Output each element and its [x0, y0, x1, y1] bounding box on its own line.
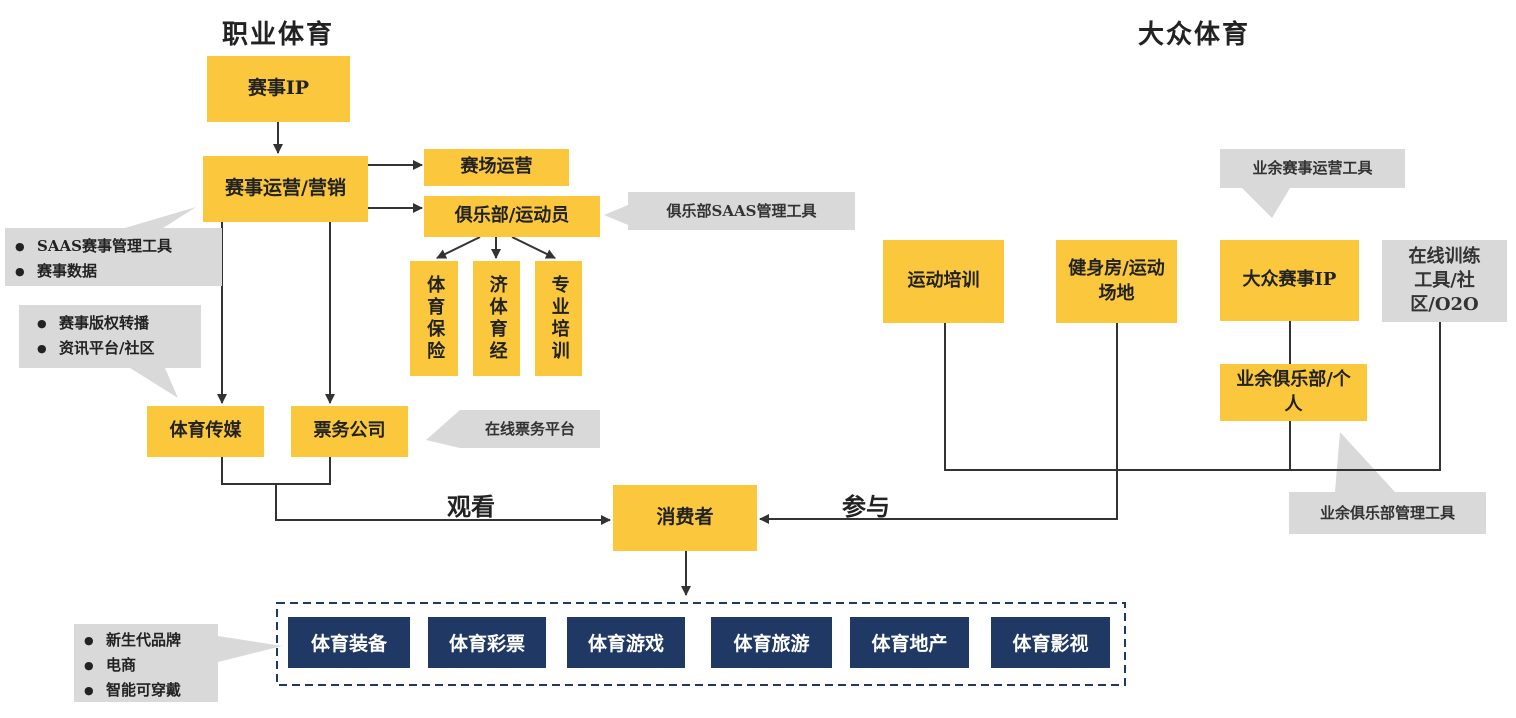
sports-insurance-box: 体育保险 [410, 261, 458, 376]
edge-participate [759, 323, 1118, 524]
industry-games: 体育游戏 [567, 617, 685, 668]
amateur-club-box: 业余俱乐部/个人 [1220, 364, 1367, 421]
online-training-box: 在线训练工具/社区/O2O [1382, 240, 1507, 322]
pointer-club-saas [604, 205, 628, 225]
media-rights-callout: 赛事版权转播 资讯平台/社区 [19, 305, 201, 368]
online-ticket-callout: 在线票务平台 [460, 410, 600, 448]
club-athlete-box: 俱乐部/运动员 [424, 196, 600, 237]
pointer-online-ticket [426, 410, 460, 448]
industry-lottery: 体育彩票 [428, 617, 546, 668]
mass-sports-title: 大众体育 [1138, 20, 1251, 50]
brand-callout: 新生代品牌 电商 智能可穿戴 [74, 624, 218, 702]
ticketing-box: 票务公司 [291, 406, 408, 457]
pointer-amateur-club [1335, 432, 1395, 492]
event-ip-box: 赛事IP [207, 56, 350, 122]
venue-ops-box: 赛场运营 [424, 149, 569, 186]
industry-tourism: 体育旅游 [711, 617, 832, 668]
edge-watch [275, 484, 611, 525]
consumer-box: 消费者 [613, 485, 757, 551]
industry-film: 体育影视 [991, 617, 1110, 668]
media-list-item: 赛事版权转播 [37, 311, 191, 336]
pointer-amateur-event [1242, 188, 1290, 218]
edge-media-ticket-join [221, 457, 331, 485]
amateur-event-tools-callout: 业余赛事运营工具 [1220, 149, 1405, 188]
event-ops-box: 赛事运营/营销 [203, 156, 368, 222]
pro-training-box: 专业培训 [535, 261, 582, 376]
sports-media-box: 体育传媒 [147, 406, 264, 457]
watch-label: 观看 [447, 492, 495, 521]
pointer-media-list [130, 368, 178, 398]
pointer-brand-list [218, 636, 282, 662]
pointer-saas-list [118, 207, 196, 230]
club-saas-callout: 俱乐部SAAS管理工具 [628, 192, 855, 230]
mass-event-ip-box: 大众赛事IP [1220, 240, 1359, 321]
brand-list-item: 新生代品牌 [84, 628, 208, 653]
saas-list-item: 赛事数据 [15, 259, 212, 284]
brand-list-item: 智能可穿戴 [84, 678, 208, 703]
industry-equipment: 体育装备 [288, 617, 410, 668]
gym-venue-box: 健身房/运动场地 [1056, 240, 1177, 323]
sports-economy-box: 济体育经 [473, 261, 520, 376]
saas-tools-callout: SAAS赛事管理工具 赛事数据 [5, 228, 222, 286]
industry-realestate: 体育地产 [850, 617, 969, 668]
industry-group-border [276, 602, 1126, 686]
media-list-item: 资讯平台/社区 [37, 336, 191, 361]
callout-pointers [118, 188, 1395, 662]
edge-club-to-training [511, 236, 556, 259]
connectors [217, 122, 1441, 686]
edge-mass-bus [944, 322, 1441, 471]
amateur-club-tools-callout: 业余俱乐部管理工具 [1289, 492, 1486, 534]
brand-list-item: 电商 [84, 653, 208, 678]
participate-label: 参与 [842, 492, 890, 521]
sports-training-box: 运动培训 [883, 240, 1004, 323]
edge-club-to-insurance [436, 236, 481, 259]
saas-list-item: SAAS赛事管理工具 [15, 234, 212, 259]
pro-sports-title: 职业体育 [222, 20, 335, 50]
